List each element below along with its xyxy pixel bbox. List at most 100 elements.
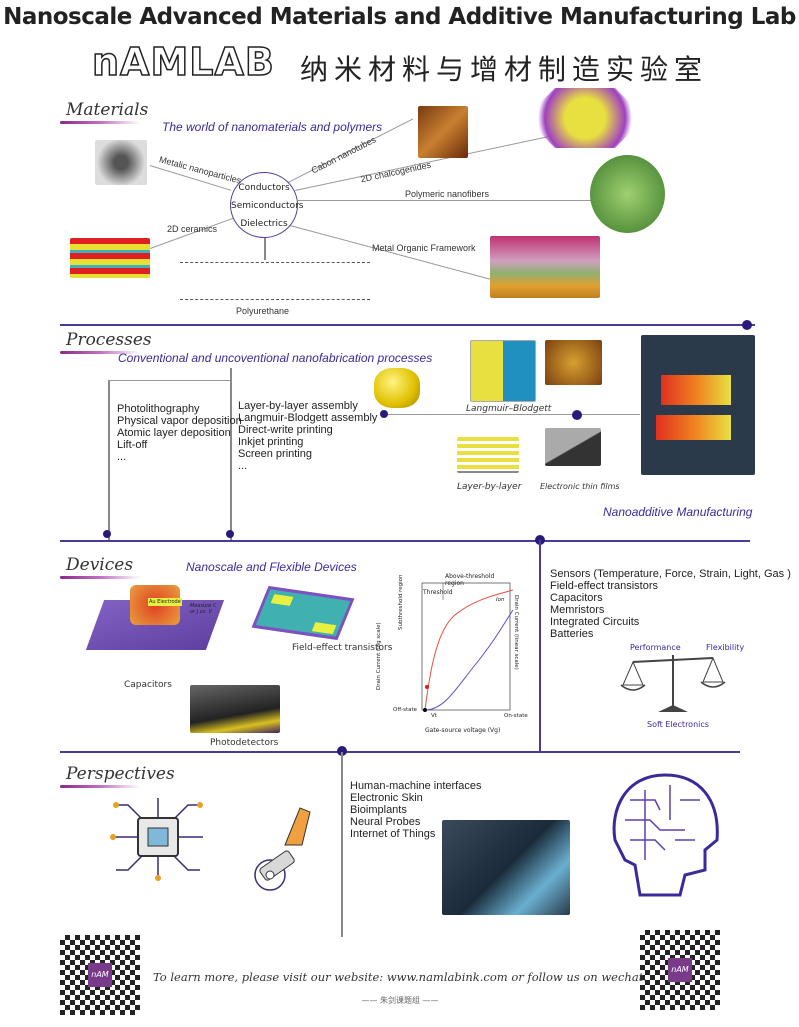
graph-on-state: On-state [504,713,528,719]
printed-structures [656,415,731,440]
transfer-curve-graph [421,582,514,712]
list-item: Electronic Skin [350,792,423,804]
list-item: Field-effect transistors [550,580,659,592]
perspectives-separator [341,752,343,937]
swoosh [60,576,140,579]
list-item: Langmuir-Blodgett assembly [238,412,378,424]
section-devices: Devices [66,555,134,575]
divider [60,324,755,326]
qr-code-right[interactable]: nAM [640,930,720,1010]
langmuir-blodgett-image [470,340,536,402]
list-item: ... [238,460,248,472]
qr-logo: nAM [668,958,692,982]
caption-thin-films: Electronic thin films [540,482,620,491]
divider [60,751,740,753]
swoosh [60,121,140,124]
nanoparticles-image [95,140,147,185]
section-perspectives: Perspectives [66,764,175,784]
tree-line [230,368,232,540]
label-2d-ceramics: 2D ceramics [167,224,218,234]
chip-icon [110,798,203,881]
qr-code-left[interactable]: nAM [60,935,140,1015]
list-item: Batteries [550,628,594,640]
balance-scale-icon [620,655,726,712]
graph-subthreshold: Subthreshold region [398,574,404,630]
fet-image [251,585,355,641]
list-item: Bioimplants [350,804,407,816]
poster-title: Nanoscale Advanced Materials and Additiv… [3,4,796,30]
process-line [384,414,640,415]
process-dot [572,410,582,420]
unconventional-list: Layer-by-layer assembly Langmuir-Blodget… [238,400,377,472]
scale-flexibility: Flexibility [706,643,745,652]
ai-brain-head-icon [612,773,719,897]
list-item: Physical vapor deposition [117,415,242,427]
graph-ion: Ion [496,597,505,603]
tree-line [108,380,230,381]
afm-image [545,340,602,385]
polyurethane-structure [180,262,370,300]
hub-semiconductors: Semiconductors [231,201,304,211]
caption-lbl: Layer-by-layer [457,482,522,492]
chinese-title: 纳米材料与增材制造实验室 [300,53,709,86]
caption-capacitors: Capacitors [124,680,172,690]
additive-label: Nanoadditive Manufacturing [603,505,753,519]
nanosphere-image [374,368,420,408]
list-item: Inkjet printing [238,436,304,448]
log-curve [424,589,514,711]
label-mof: Metal Organic Framework [372,243,476,253]
graph-x-label: Gate-source voltage (Vg) [425,727,501,734]
footer-text: To learn more, please visit our website:… [153,970,647,984]
list-item: Direct-write printing [238,424,333,436]
list-item: Capacitors [550,592,603,604]
linear-curve [426,609,514,711]
divider [60,540,750,542]
list-item: ... [117,451,127,463]
perspectives-list: Human-machine interfaces Electronic Skin… [350,780,481,840]
caption-fet: Field-effect transistors [292,643,393,653]
swoosh [60,351,140,354]
photodetector-image [190,685,280,733]
devices-subtitle: Nanoscale and Flexible Devices [186,560,357,574]
list-item: Human-machine interfaces [350,780,482,792]
chalcogenide-image [525,88,645,148]
fet-electrode [311,622,337,635]
section-materials: Materials [66,100,149,120]
threshold-point [425,685,429,689]
ceramics-image [70,238,150,278]
graph-y-left: Drain Current (log scale) [376,622,382,690]
materials-subtitle: The world of nanomaterials and polymers [162,120,383,134]
scale-soft-electronics: Soft Electronics [647,720,709,729]
list-item: Integrated Circuits [550,616,640,628]
divider-dot [742,320,752,330]
robot-arm-icon [254,807,311,891]
link-line [264,238,266,260]
label-polyurethane: Polyurethane [236,306,290,316]
hub-conductors: Conductors [238,183,290,193]
list-item: Screen printing [238,448,312,460]
list-item: Sensors (Temperature, Force, Strain, Lig… [550,568,791,580]
graph-above-threshold: Above-threshold region [445,573,495,587]
label-carbon-nanotubes: Cabon nanotubes [309,134,378,176]
lab-logo: nAMLAB [91,39,275,85]
graph-threshold: Threshold [423,589,453,596]
fet-electrode [270,594,294,606]
graph-vt: Vt [431,713,437,719]
tree-dot [103,530,111,538]
materials-hub: Conductors Semiconductors Dielectrics [230,172,304,238]
list-item: Internet of Things [350,828,436,840]
list-item: Photolithography [117,403,200,415]
caption-photodetectors: Photodetectors [210,738,279,748]
electronic-skin-photo [442,820,570,915]
mof-image [490,236,600,298]
additive-manufacturing-image [641,335,755,475]
footer-group: —— 朱剑课题组 —— [361,996,439,1005]
off-state-point [423,708,427,712]
graph-frame [421,582,511,711]
device-list: Sensors (Temperature, Force, Strain, Lig… [550,568,791,640]
section-processes: Processes [66,330,152,350]
au-electrode-label: Au Electrode [148,598,182,606]
label-polymeric-nanofibers: Polymeric nanofibers [405,189,490,199]
conventional-list: Photolithography Physical vapor depositi… [117,403,242,463]
devices-separator [539,540,541,752]
